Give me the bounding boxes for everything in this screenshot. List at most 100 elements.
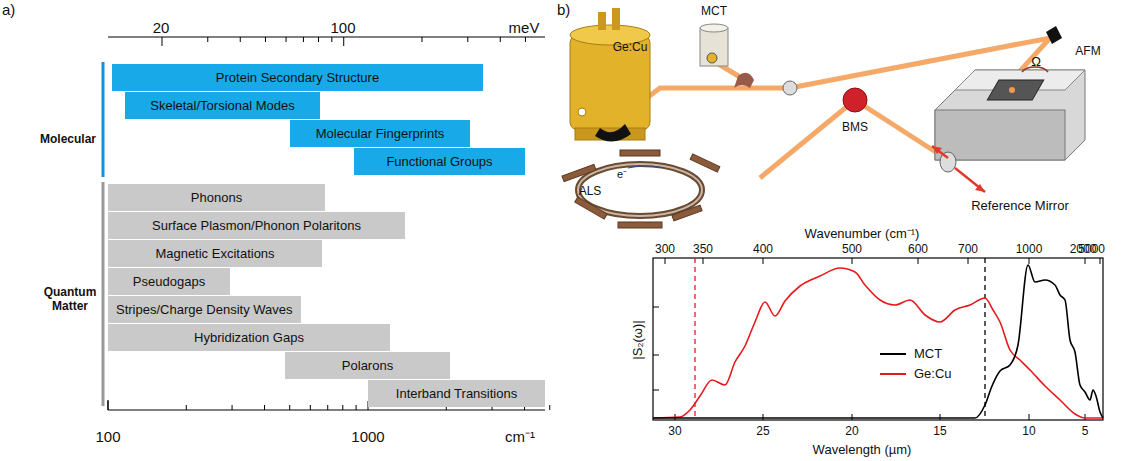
tick [186, 405, 187, 410]
legend-swatch [880, 373, 906, 375]
label: 300 [655, 243, 675, 257]
tick [310, 405, 311, 410]
synchrotron-ring [562, 150, 720, 228]
tick [232, 405, 233, 410]
range-bar: Skeletal/Torsional Modes [125, 92, 320, 119]
axis-line [108, 409, 545, 410]
parabolic-mirror [595, 124, 631, 142]
label: meV [509, 19, 540, 36]
range-bar: Functional Groups [354, 148, 525, 175]
label: 20 [153, 19, 170, 36]
legend-swatch [880, 353, 906, 355]
bar-label: Hybridization Gaps [194, 330, 304, 345]
range-bar: Hybridization Gaps [108, 324, 390, 351]
label: 20 [845, 425, 858, 439]
reference-mirror [932, 146, 985, 192]
tick [525, 37, 526, 42]
range-bar: Surface Plasmon/Phonon Polaritons [108, 212, 405, 239]
label: 500 [842, 243, 862, 257]
tick [852, 414, 853, 420]
tick [1085, 414, 1086, 420]
label: 100 [95, 428, 120, 445]
label: 30 [668, 425, 681, 439]
label: 400 [753, 243, 773, 257]
mirror [783, 81, 797, 95]
legend-label: MCT [914, 346, 942, 361]
label: e⁻ [617, 168, 627, 181]
range-bar: Molecular Fingerprints [290, 120, 470, 147]
label: 25 [756, 425, 769, 439]
tick [653, 355, 659, 356]
bar-label: Protein Secondary Structure [216, 70, 379, 85]
bar-label: Molecular Fingerprints [316, 126, 445, 141]
tick [356, 405, 357, 410]
axis-line [107, 400, 108, 410]
tick [318, 37, 319, 42]
tick [968, 258, 969, 264]
tick [852, 258, 853, 264]
label: 5 [1082, 425, 1089, 439]
tick [653, 390, 659, 391]
range-bar: Protein Secondary Structure [112, 64, 483, 91]
label: 5000 [1078, 243, 1105, 257]
bar-label: Phonons [191, 190, 242, 205]
legend-label: Ge:Cu [914, 366, 952, 381]
bar-label: Surface Plasmon/Phonon Polaritons [152, 218, 361, 233]
label: Reference Mirror [971, 199, 1069, 214]
label: 600 [908, 243, 928, 257]
tick [763, 258, 764, 264]
mirror [1046, 26, 1062, 44]
tick [940, 414, 941, 420]
label: Wavelength (µm) [813, 443, 912, 458]
label: 350 [693, 243, 713, 257]
tick [467, 37, 468, 42]
tick [1100, 258, 1101, 264]
range-bar: Magnetic Excitations [108, 240, 322, 267]
tick [207, 37, 208, 42]
label: Molecular [40, 133, 96, 147]
label: Quantum Matter [38, 286, 102, 314]
label: 700 [958, 243, 978, 257]
tick [665, 258, 666, 264]
tick [653, 307, 659, 308]
tick [918, 258, 919, 264]
label: ALS [579, 185, 602, 199]
tick [1085, 258, 1086, 264]
label: 1000 [1016, 243, 1043, 257]
range-bar: Polarons [285, 352, 450, 379]
tick [500, 37, 501, 42]
spectrum-curve [653, 265, 1103, 418]
tick [343, 37, 344, 46]
bar-label: Magnetic Excitations [155, 246, 274, 261]
tick [289, 405, 290, 410]
tick [240, 37, 241, 42]
tick [264, 405, 265, 410]
tick [421, 37, 422, 42]
label: MCT [701, 5, 727, 19]
tick [763, 414, 764, 420]
range-bar: Phonons [108, 184, 325, 211]
tick [342, 405, 343, 410]
tick [286, 37, 287, 42]
label: b) [557, 1, 570, 18]
legend-entry: MCT [880, 346, 942, 361]
dewar [570, 8, 650, 140]
tick [161, 37, 162, 46]
group-bar [102, 62, 105, 177]
label: 15 [933, 425, 946, 439]
range-bar: Pseudogaps [108, 268, 230, 295]
tick [331, 37, 332, 42]
legend-entry: Ge:Cu [880, 366, 952, 381]
cutoff-line [694, 258, 695, 420]
label: Ω [1031, 55, 1041, 70]
label: |S₂(ω)| [631, 320, 646, 359]
label: 10 [1022, 425, 1035, 439]
bar-label: Stripes/Charge Density Waves [116, 302, 293, 317]
cutoff-line [984, 258, 985, 420]
label: 100 [330, 19, 355, 36]
bar-label: Interband Transitions [396, 386, 517, 401]
label: Ge:Cu [613, 41, 648, 55]
tick [1029, 414, 1030, 420]
bar-label: Skeletal/Torsional Modes [150, 98, 295, 113]
afm [935, 67, 1085, 160]
